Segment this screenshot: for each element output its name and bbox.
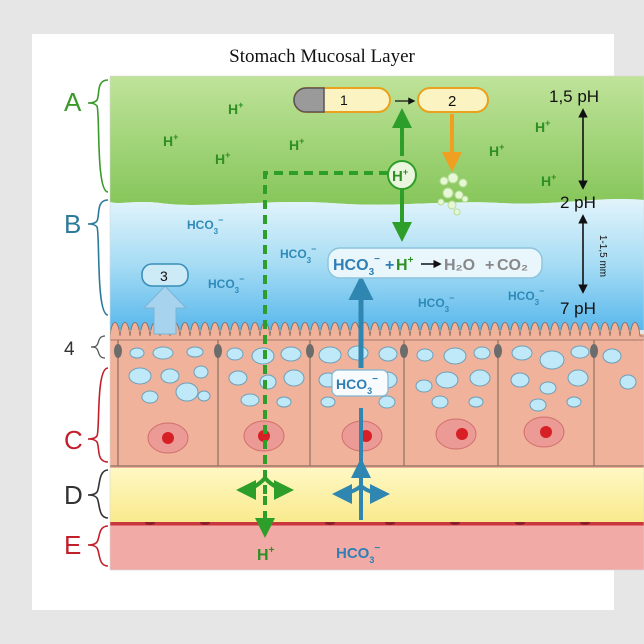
proton-ion: H+	[535, 118, 550, 135]
bicarbonate-ion: HCO3−	[508, 286, 544, 307]
bicarbonate-ions-mucus: HCO3− HCO3− HCO3− HCO3− HCO3−	[187, 215, 544, 314]
cell-borders	[110, 340, 644, 467]
bottom-proton-label: H+	[257, 545, 275, 564]
layer-4-microvilli	[110, 322, 644, 341]
brace-d	[87, 469, 109, 519]
proton-ions-lumen: H+ H+ H+ H+ H+ H+ H+	[163, 100, 556, 189]
bicarbonate-ion: HCO3−	[418, 293, 454, 314]
reaction-proton: H+	[396, 255, 414, 274]
proton-branch-left	[236, 476, 267, 500]
layer-e-submucosa	[110, 520, 644, 570]
proton-ion: H+	[541, 172, 556, 189]
proton-dashed-path	[263, 171, 388, 496]
reaction-plus: +	[385, 257, 394, 274]
bicarbonate-ion: HCO3−	[280, 244, 316, 265]
capsule-1-label: 1	[340, 92, 348, 108]
bicarbonate-ion: HCO3−	[208, 274, 244, 295]
brace-b	[87, 199, 109, 316]
mucus-arrow	[142, 285, 188, 335]
capsule-3-label: 3	[160, 268, 168, 284]
brace-4	[90, 335, 106, 359]
diagram-panel-frame	[109, 75, 644, 571]
brace-e	[87, 525, 109, 567]
mucus-secretion: 3	[141, 263, 189, 335]
proton-ion: H+	[489, 142, 504, 159]
enzyme-pathway: 1 2	[293, 87, 489, 216]
proton-branch-right	[263, 476, 294, 500]
label-c: C	[64, 425, 83, 455]
label-d: D	[64, 480, 83, 510]
neutralization-reaction: HCO3− + H+ H₂O + CO₂	[327, 247, 543, 279]
digested-particles	[437, 172, 469, 216]
ph-scale: 1,5 pH 2 pH 1-1,5 mm 7 pH	[549, 87, 608, 318]
proton-ion: H+	[215, 150, 230, 167]
capsule-2-label: 2	[448, 93, 456, 110]
bottom-bicarbonate-label: HCO3−	[336, 543, 380, 565]
reaction-co2: CO₂	[497, 257, 528, 274]
ph-mid-label: 2 pH	[560, 193, 596, 212]
tight-junctions	[114, 344, 598, 358]
reaction-plus-2: +	[485, 257, 494, 274]
cell-vesicles	[128, 345, 637, 412]
reaction-water: H₂O	[444, 257, 475, 274]
label-a: A	[64, 87, 82, 117]
bicarbonate-cell-label: HCO3−	[336, 374, 378, 396]
proton-transport: H+	[236, 108, 417, 538]
capsule-3	[141, 263, 189, 287]
brace-a	[87, 79, 109, 193]
capsule-2	[417, 87, 489, 113]
ph-thickness-label: 1-1,5 mm	[597, 235, 608, 277]
label-4: 4	[64, 339, 75, 360]
capsule-1-cap	[293, 87, 325, 113]
bicarbonate-cell-box	[331, 369, 389, 397]
proton-ion: H+	[163, 132, 178, 149]
proton-ion: H+	[289, 136, 304, 153]
proton-circle-label: H+	[392, 167, 408, 185]
bicarbonate-transport: HCO3−	[331, 275, 390, 520]
brace-c	[87, 367, 109, 463]
bicarbonate-branch-right	[359, 483, 390, 504]
ph-bottom-label: 7 pH	[560, 299, 596, 318]
label-b: B	[64, 209, 81, 239]
bicarbonate-branch-left	[332, 483, 363, 504]
ph-top-label: 1,5 pH	[549, 87, 599, 106]
layer-a-gastric-lumen	[110, 76, 644, 205]
diagram-title: Stomach Mucosal Layer	[229, 46, 415, 67]
cell-nuclei	[147, 416, 565, 454]
label-e: E	[64, 530, 81, 560]
proton-ion: H+	[228, 100, 243, 117]
reaction-bicarbonate: HCO3−	[333, 254, 380, 278]
layer-labels: A B 4 C D E	[64, 79, 109, 567]
bicarbonate-ion: HCO3−	[187, 215, 223, 236]
